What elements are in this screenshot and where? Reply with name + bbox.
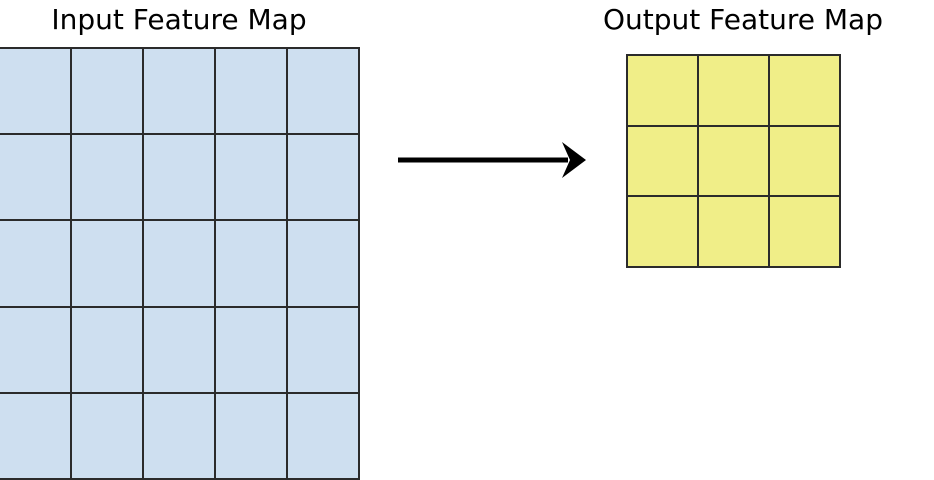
output-cell — [770, 197, 839, 266]
output-cell — [699, 197, 768, 266]
input-cell — [72, 221, 142, 306]
output-feature-map-title: Output Feature Map — [603, 3, 883, 36]
diagram-canvas: Input Feature Map Output Feature Map — [0, 3, 883, 480]
input-cell — [144, 49, 214, 134]
output-cell — [770, 56, 839, 125]
arrow-head — [562, 142, 586, 178]
input-cell — [288, 49, 358, 134]
input-cell — [216, 307, 286, 392]
output-cell — [770, 126, 839, 196]
input-cell — [144, 135, 214, 220]
output-cell — [628, 197, 697, 266]
input-feature-map-title: Input Feature Map — [51, 3, 307, 36]
input-cell — [0, 393, 70, 478]
output-cell — [628, 126, 697, 196]
input-feature-map-grid — [0, 47, 360, 480]
input-cell — [216, 393, 286, 478]
input-cell — [216, 221, 286, 306]
output-cell — [628, 56, 697, 125]
input-cell — [288, 135, 358, 220]
input-cell — [72, 307, 142, 392]
input-cell — [144, 221, 214, 306]
input-cell — [72, 135, 142, 220]
input-cell — [0, 135, 70, 220]
input-cell — [288, 307, 358, 392]
output-feature-map-grid — [626, 54, 841, 268]
input-cell — [72, 49, 142, 134]
input-cell — [288, 221, 358, 306]
output-cell — [699, 56, 768, 125]
input-cell — [144, 393, 214, 478]
input-cell — [144, 307, 214, 392]
input-cell — [216, 135, 286, 220]
input-cell — [72, 393, 142, 478]
transform-arrow-icon — [398, 142, 586, 178]
input-cell — [216, 49, 286, 134]
output-cell — [699, 126, 768, 196]
input-cell — [0, 307, 70, 392]
input-cell — [288, 393, 358, 478]
input-cell — [0, 49, 70, 134]
input-cell — [0, 221, 70, 306]
